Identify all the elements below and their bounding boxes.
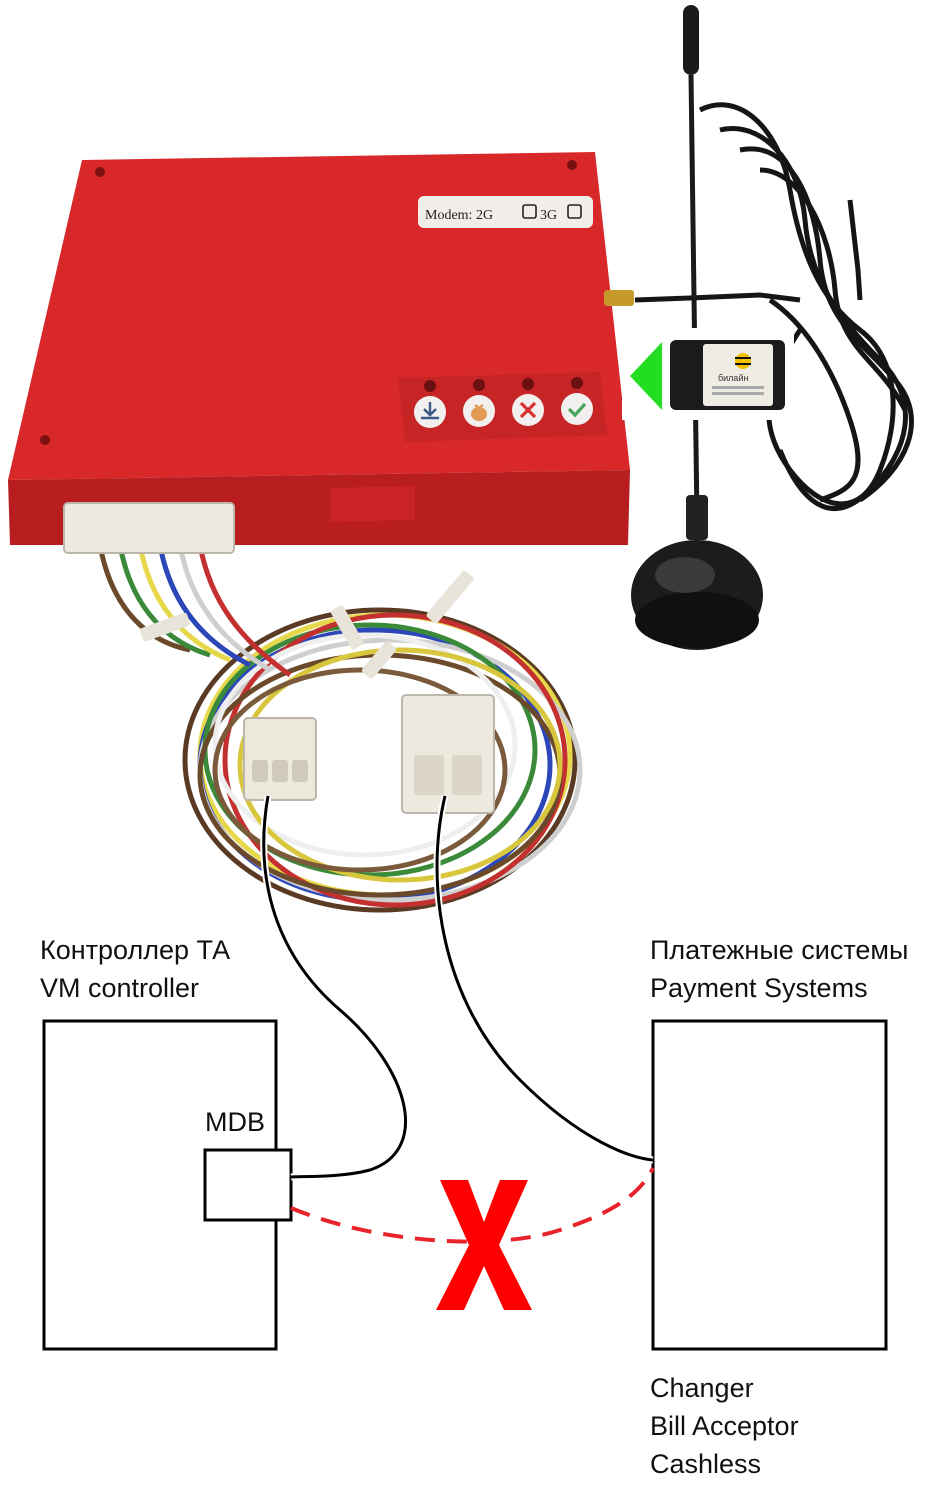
mdb-connector-male <box>243 717 317 801</box>
device-bill-acceptor-label: Bill Acceptor <box>650 1411 799 1441</box>
modem-sticker: Modem: 2G 3G <box>418 196 593 228</box>
insert-arrow-icon <box>630 342 662 410</box>
check-icon <box>561 393 593 425</box>
gsm-antenna <box>631 5 914 650</box>
button-panel <box>398 372 607 442</box>
forbidden-x-icon <box>436 1180 532 1310</box>
payment-systems-title-en: Payment Systems <box>650 973 868 1003</box>
payment-systems-title-ru: Платежные системы <box>650 935 909 965</box>
mdb-port-label: MDB <box>205 1107 265 1137</box>
modem-sticker-label: Modem: 2G <box>425 208 493 223</box>
modem-device: Modem: 2G 3G <box>8 152 634 545</box>
mdb-port-box <box>203 1148 293 1222</box>
disconnected-dashed-line <box>290 1167 655 1244</box>
vm-controller-title-ru: Контроллер ТА <box>40 935 231 965</box>
vm-controller-title-en: VM controller <box>40 973 200 1003</box>
wire-to-controller <box>262 795 407 1179</box>
cable-ties <box>139 570 474 679</box>
device-changer-label: Changer <box>650 1373 754 1403</box>
device-cashless-label: Cashless <box>650 1449 762 1479</box>
antenna-connector <box>604 290 634 306</box>
download-icon <box>414 396 446 428</box>
sim-brand-label: билайн <box>718 373 748 383</box>
mdb-connector-female <box>401 694 495 814</box>
modem-3g-checkbox <box>567 204 582 219</box>
money-bag-icon <box>463 395 495 427</box>
sim-card-inset: билайн <box>622 328 794 420</box>
wire-to-payment <box>435 795 654 1162</box>
main-connector <box>63 502 235 554</box>
cross-icon <box>512 394 544 426</box>
payment-systems-box <box>651 1019 888 1351</box>
beeline-logo-icon <box>735 353 751 369</box>
modem-2g-checkbox <box>522 204 537 219</box>
modem-3g-label: 3G <box>540 208 557 223</box>
wire-harness <box>97 544 583 913</box>
